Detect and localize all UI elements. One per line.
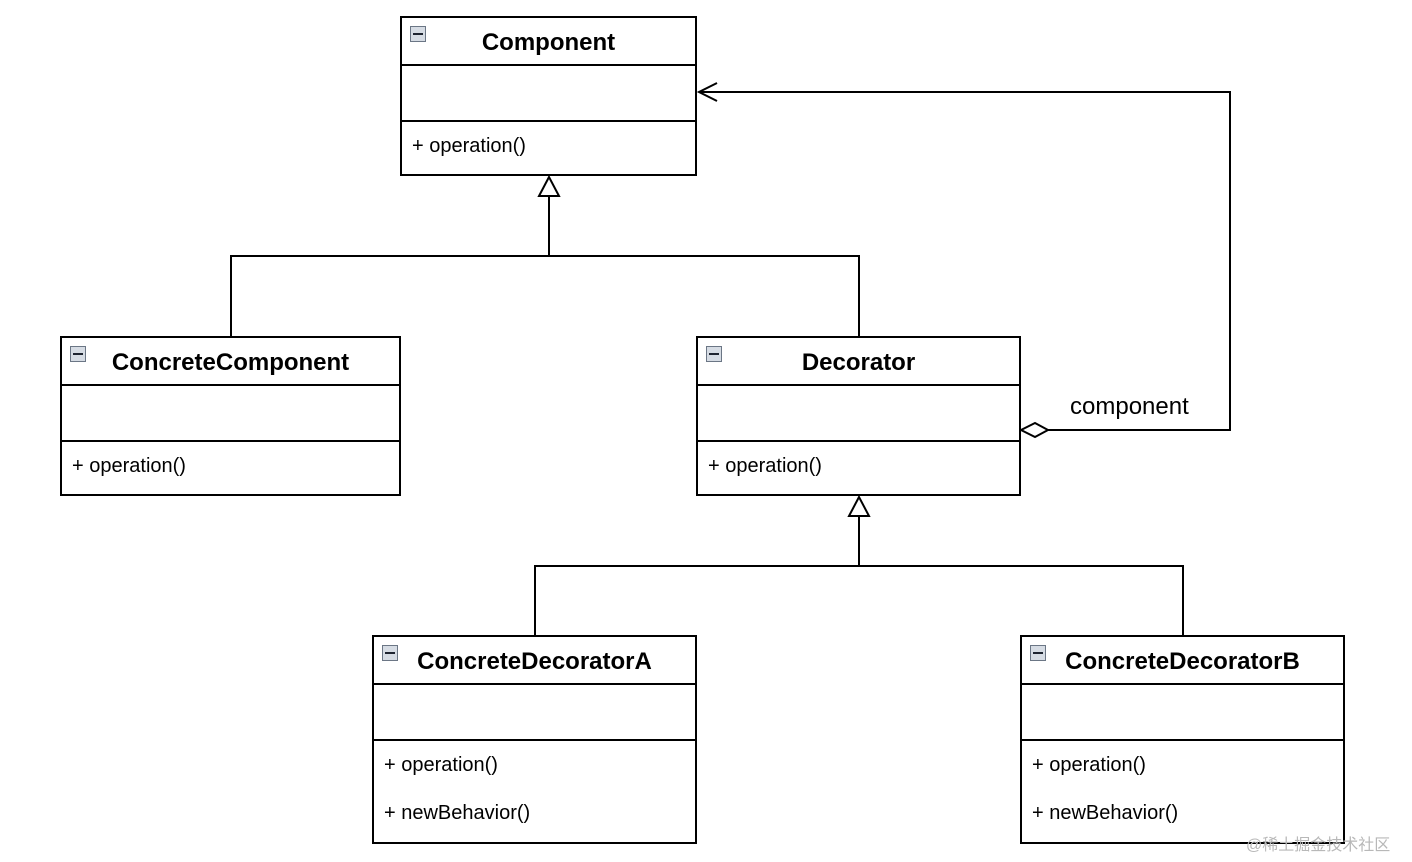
operations-compartment: + operation() + newBehavior() — [1022, 741, 1343, 837]
operation: + operation() — [384, 754, 498, 776]
operations-compartment: + operation() — [402, 122, 695, 170]
class-concrete-decorator-b[interactable]: ConcreteDecoratorB + operation() + newBe… — [1020, 635, 1345, 844]
collapse-minus-icon[interactable] — [410, 26, 426, 42]
inheritance-line-decorator — [549, 255, 860, 337]
operation: + operation() — [708, 455, 822, 477]
collapse-minus-icon[interactable] — [70, 346, 86, 362]
class-header: ConcreteDecoratorA — [374, 637, 695, 685]
class-name: ConcreteComponent — [111, 349, 350, 376]
class-name: ConcreteDecoratorA — [417, 648, 652, 675]
attributes-compartment — [374, 685, 695, 741]
class-name: Decorator — [801, 349, 916, 376]
operations-compartment: + operation() + newBehavior() — [374, 741, 695, 837]
attributes-compartment — [1022, 685, 1343, 741]
class-concrete-component[interactable]: ConcreteComponent + operation() — [60, 336, 401, 496]
class-component[interactable]: Component + operation() — [400, 16, 697, 176]
aggregation-line — [699, 91, 1231, 431]
class-decorator[interactable]: Decorator + operation() — [696, 336, 1021, 496]
inheritance-arrowhead-decorator — [847, 494, 871, 517]
class-header: Decorator — [698, 338, 1019, 386]
collapse-minus-icon[interactable] — [1030, 645, 1046, 661]
class-name: Component — [481, 29, 616, 56]
operations-compartment: + operation() — [698, 442, 1019, 490]
attributes-compartment — [402, 66, 695, 122]
class-header: ConcreteDecoratorB — [1022, 637, 1343, 685]
operation: + newBehavior() — [1032, 802, 1179, 824]
association-arrowhead — [696, 82, 718, 102]
collapse-minus-icon[interactable] — [382, 645, 398, 661]
inheritance-arrowhead-component — [537, 174, 561, 197]
class-header: ConcreteComponent — [62, 338, 399, 386]
class-name: ConcreteDecoratorB — [1065, 648, 1300, 675]
operation: + newBehavior() — [384, 802, 531, 824]
aggregation-diamond — [1018, 421, 1051, 439]
attributes-compartment — [62, 386, 399, 442]
operations-compartment: + operation() — [62, 442, 399, 490]
attributes-compartment — [698, 386, 1019, 442]
collapse-minus-icon[interactable] — [706, 346, 722, 362]
class-header: Component — [402, 18, 695, 66]
inheritance-line-concrete-decorator-b — [859, 565, 1184, 636]
operation: + operation() — [72, 455, 186, 477]
class-concrete-decorator-a[interactable]: ConcreteDecoratorA + operation() + newBe… — [372, 635, 697, 844]
inheritance-line-concrete-component — [230, 196, 550, 337]
aggregation-role-label: component — [1070, 393, 1189, 420]
operation: + operation() — [412, 135, 526, 157]
inheritance-line-concrete-decorator-a — [534, 516, 860, 636]
watermark-text: @稀土掘金技术社区 — [1246, 837, 1391, 854]
operation: + operation() — [1032, 754, 1146, 776]
